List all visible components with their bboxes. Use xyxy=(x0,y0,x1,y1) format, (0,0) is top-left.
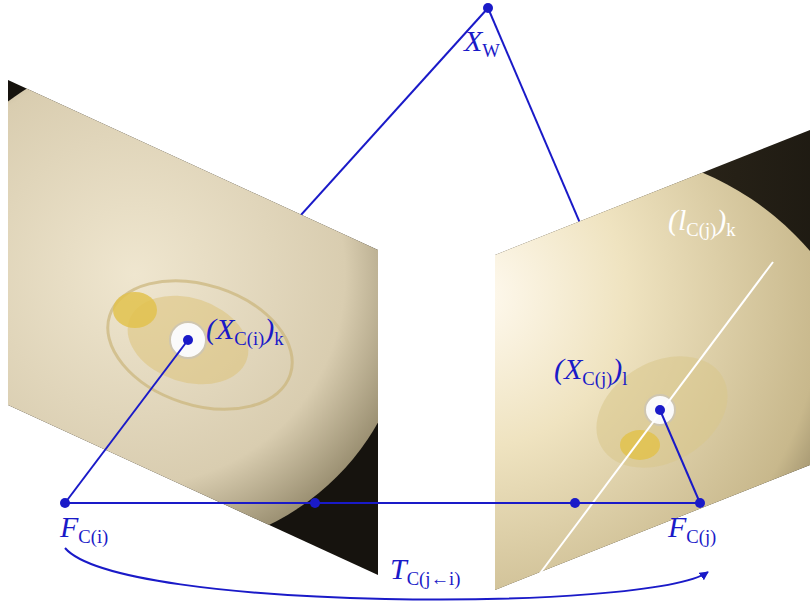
image-point-label: (XC(i))k xyxy=(204,312,286,349)
symbol: (X xyxy=(206,312,234,345)
symbol: ) xyxy=(612,352,622,385)
symbol: ) xyxy=(264,312,274,345)
subscript: k xyxy=(274,328,283,349)
subscript: C(i) xyxy=(234,328,264,349)
symbol: T xyxy=(390,552,407,585)
symbol: F xyxy=(60,510,78,543)
subscript: C(j) xyxy=(686,526,716,547)
camera-frame-label: FC(j) xyxy=(666,510,718,547)
subscript: C(j) xyxy=(686,219,716,240)
subscript: l xyxy=(622,368,627,389)
epipolar-line xyxy=(535,262,773,580)
epipolar-line-label: (lC(j))k xyxy=(666,203,738,240)
geometry-lines xyxy=(65,340,708,600)
symbol: X xyxy=(464,24,482,57)
symbol: (X xyxy=(554,352,582,385)
subscript: W xyxy=(482,40,500,61)
camera-frame-label: FC(i) xyxy=(58,510,110,547)
symbol: F xyxy=(668,510,686,543)
subscript: C(j) xyxy=(582,368,612,389)
right-camera-image xyxy=(300,120,810,606)
image-point-label: (XC(j))l xyxy=(552,352,629,389)
symbol: ) xyxy=(716,203,726,236)
points xyxy=(60,3,705,508)
symbol: (l xyxy=(668,203,686,236)
transform-label: TC(j←i) xyxy=(388,552,462,589)
subscript: C(i) xyxy=(78,526,108,547)
subscript: C(j←i) xyxy=(407,568,461,589)
world-point-label: XW xyxy=(462,24,502,61)
left-camera-image xyxy=(0,50,410,590)
subscript: k xyxy=(726,219,735,240)
